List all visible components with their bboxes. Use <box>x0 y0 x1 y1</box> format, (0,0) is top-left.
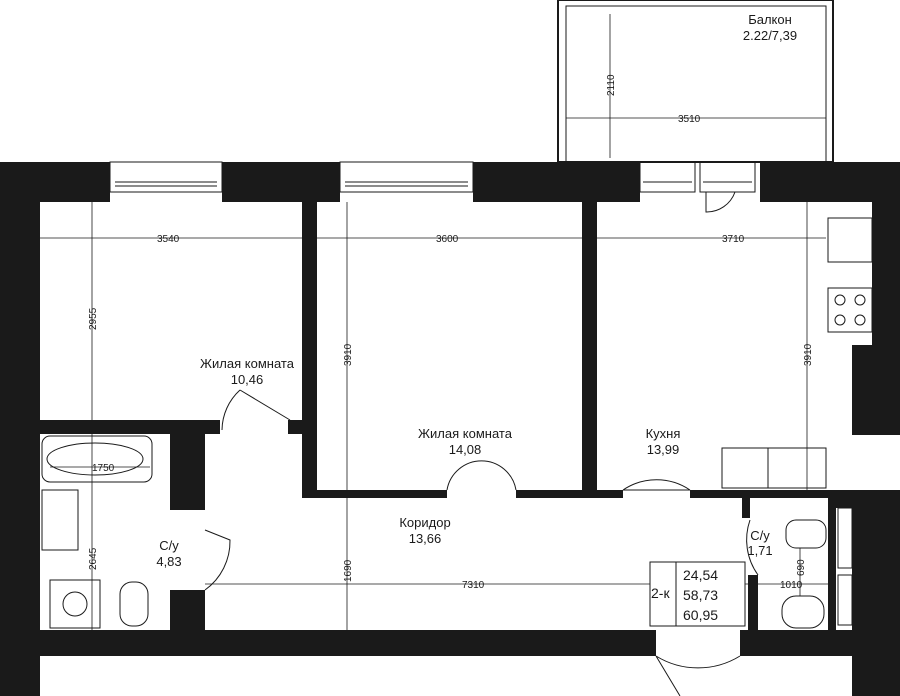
interior-walls <box>40 202 872 630</box>
windows <box>3 161 756 579</box>
dim-small-bath-width: 1010 <box>780 580 803 591</box>
dim-balcony-height: 2110 <box>606 74 617 96</box>
dim-bathtub-length: 1750 <box>92 463 115 474</box>
bath-main-area: 4,83 <box>156 554 181 569</box>
bath-small-name: С/у <box>750 528 770 543</box>
room-labels: Балкон 2.22/7,39 Жилая комната 10,46 Жил… <box>156 12 797 569</box>
summary-total-area: 58,73 <box>683 587 718 603</box>
summary-box: 2-к 24,54 58,73 60,95 <box>649 561 746 627</box>
living1-area: 10,46 <box>231 372 264 387</box>
dim-corridor-length: 7310 <box>462 580 485 591</box>
dim-bath-height: 2645 <box>88 547 99 570</box>
kitchen-name: Кухня <box>646 426 681 441</box>
dim-room2-width: 3600 <box>436 234 459 245</box>
kitchen-area: 13,99 <box>647 442 680 457</box>
corridor-area: 13,66 <box>409 531 442 546</box>
corridor-name: Коридор <box>399 515 450 530</box>
dim-room1-height: 2955 <box>88 307 99 330</box>
living2-name: Жилая комната <box>418 426 513 441</box>
doors <box>204 191 759 696</box>
summary-total-with-balcony: 60,95 <box>683 607 718 623</box>
balcony-area: 2.22/7,39 <box>743 28 797 43</box>
exterior-walls <box>0 162 900 696</box>
summary-living-area: 24,54 <box>683 567 718 583</box>
living2-area: 14,08 <box>449 442 482 457</box>
bath-small-area: 1,71 <box>747 543 772 558</box>
balcony-name: Балкон <box>748 12 792 27</box>
dim-kitchen-width: 3710 <box>722 234 745 245</box>
dim-balcony-width: 3510 <box>678 114 701 125</box>
dim-room1-width: 3540 <box>157 234 180 245</box>
bath-main-name: С/у <box>159 538 179 553</box>
fixtures <box>41 217 873 629</box>
dim-corridor-height: 1690 <box>343 559 354 582</box>
dimension-labels: 2110 3510 3540 2955 3600 3910 3710 3910 … <box>88 74 814 591</box>
summary-type: 2-к <box>651 585 670 601</box>
living1-name: Жилая комната <box>200 356 295 371</box>
dim-small-bath-height: 690 <box>796 559 807 576</box>
dim-room2-height: 3910 <box>343 343 354 366</box>
dim-kitchen-height: 3910 <box>803 343 814 366</box>
